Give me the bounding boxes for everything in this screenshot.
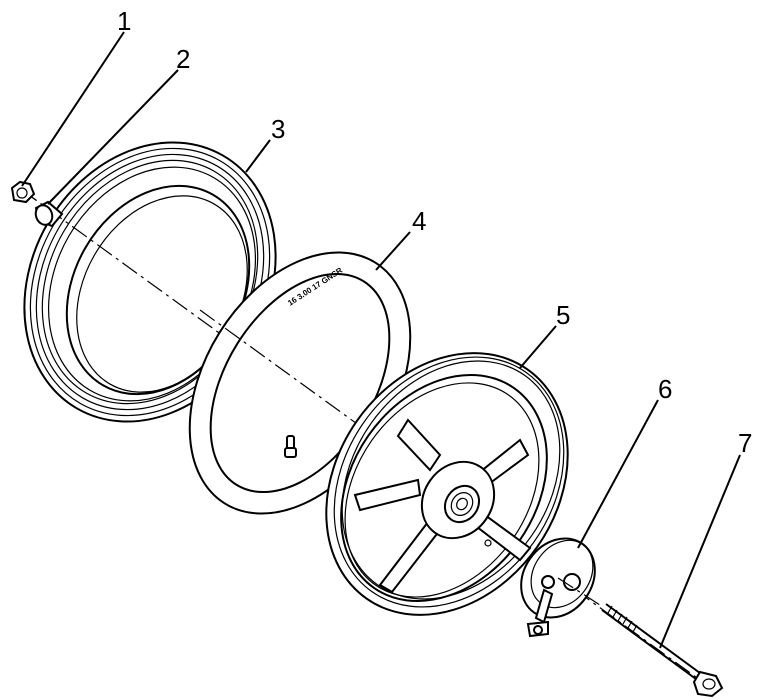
axle-bolt-head: [692, 670, 724, 698]
callout-2: 2: [176, 44, 190, 74]
leader-lines: [21, 31, 741, 649]
leader-7: [659, 454, 741, 649]
axle-bolt: [601, 603, 724, 698]
spacer: [34, 200, 64, 228]
leader-5: [519, 325, 557, 369]
callout-4: 4: [412, 206, 426, 236]
valve-stem: [284, 435, 297, 458]
callout-3: 3: [271, 114, 285, 144]
callout-1: 1: [117, 6, 131, 36]
callout-7: 7: [738, 428, 752, 458]
callout-6: 6: [658, 374, 672, 404]
rim-hub: [420, 460, 496, 540]
leader-4: [375, 231, 411, 271]
wheel-rim: [325, 352, 569, 616]
brake-arm: [526, 588, 554, 638]
callout-5: 5: [556, 300, 570, 330]
brake-panel: [520, 537, 601, 638]
leader-1: [21, 31, 125, 187]
leader-3: [245, 139, 271, 173]
axle-thread: [607, 605, 638, 633]
leader-6: [577, 399, 659, 549]
axle-nut: [10, 180, 36, 204]
leader-2: [47, 69, 179, 205]
